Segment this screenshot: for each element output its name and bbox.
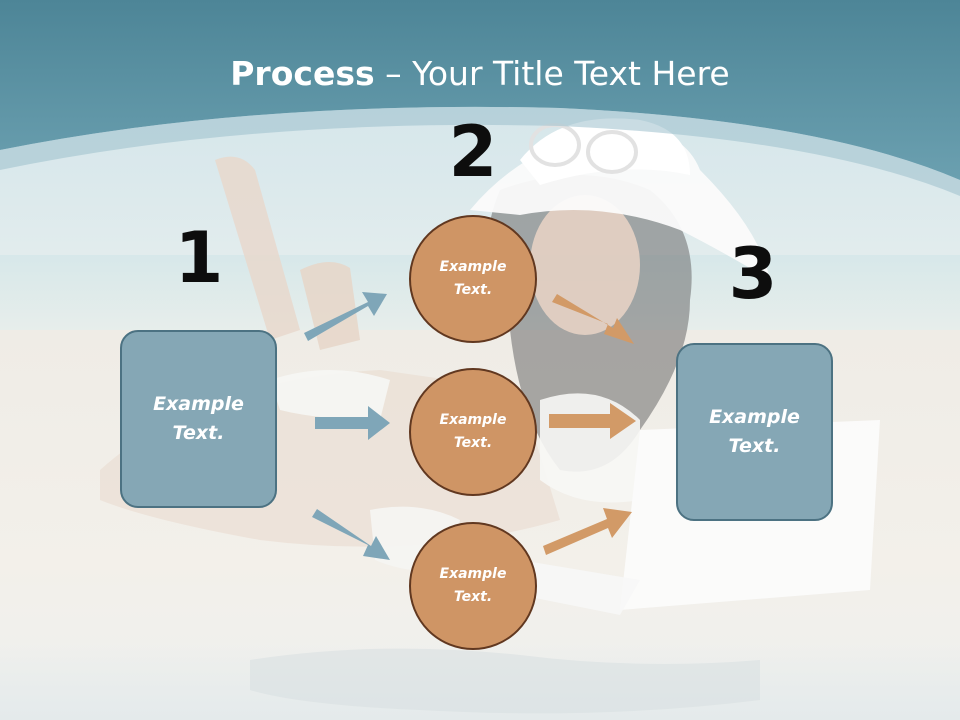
title-bold: Process [230,54,375,93]
arrow-to-circle-3 [312,509,390,560]
step-1-text: Example Text. [153,393,244,444]
header-band [0,0,960,196]
step-number-2: 2 [448,111,498,193]
title-rest: – Your Title Text Here [374,54,730,93]
arrow-to-circle-2 [315,406,390,440]
slide-title: Process – Your Title Text Here [0,54,960,94]
step-2-circle-top: Example Text. [409,215,537,343]
circle-bottom-text: Example Text. [439,566,507,605]
step-number-1: 1 [174,217,224,299]
arrow-from-circle-3 [543,508,632,555]
circle-middle-text: Example Text. [439,412,507,451]
step-3-text: Example Text. [709,406,800,457]
step-2-circle-middle: Example Text. [409,368,537,496]
step-3-box: Example Text. [676,343,833,521]
step-number-3: 3 [728,233,778,315]
arrow-from-circle-1 [552,294,634,344]
arrow-to-circle-1 [304,292,387,341]
step-2-circle-bottom: Example Text. [409,522,537,650]
circle-top-text: Example Text. [439,259,507,298]
step-1-box: Example Text. [120,330,277,508]
arrow-from-circle-2 [549,403,636,439]
